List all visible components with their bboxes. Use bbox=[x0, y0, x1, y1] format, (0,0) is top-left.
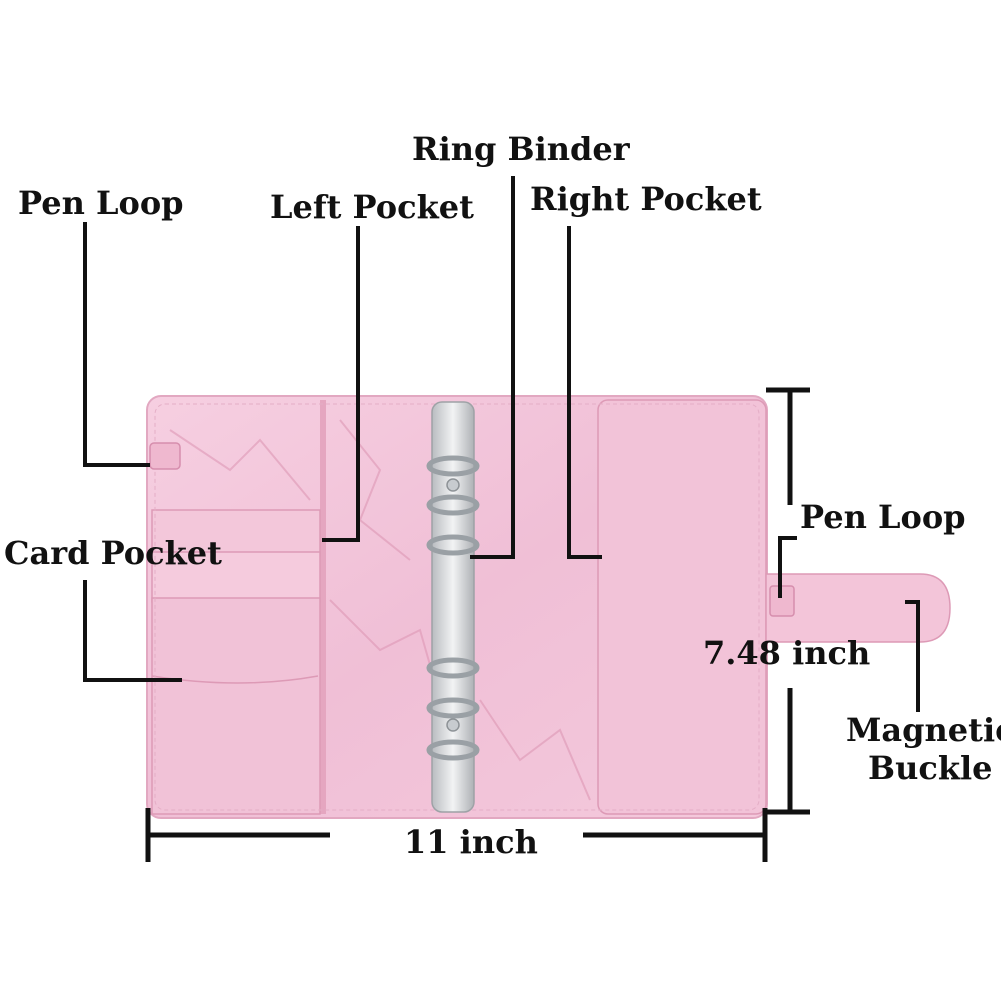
card-pocket-1 bbox=[151, 509, 321, 557]
label-card-pocket: Card Pocket bbox=[4, 534, 222, 572]
label-ring-binder: Ring Binder bbox=[412, 130, 630, 168]
label-pen-loop-right: Pen Loop bbox=[800, 498, 966, 536]
rivet-bottom bbox=[446, 718, 460, 732]
right-pocket-panel bbox=[597, 399, 767, 815]
label-pen-loop-left: Pen Loop bbox=[18, 184, 184, 222]
card-pocket-2 bbox=[151, 551, 321, 603]
label-right-pocket: Right Pocket bbox=[530, 180, 762, 218]
dimension-lines bbox=[145, 387, 810, 862]
stitching bbox=[154, 403, 760, 811]
magnetic-buckle-tab bbox=[765, 573, 951, 643]
label-magnetic-buckle: Magnetic Buckle bbox=[846, 713, 1001, 785]
label-magnetic-line1: Magnetic bbox=[846, 711, 1001, 749]
label-magnetic-line2: Buckle bbox=[868, 749, 993, 787]
card-pocket-3 bbox=[151, 597, 321, 815]
label-left-pocket: Left Pocket bbox=[270, 188, 474, 226]
rivet-top bbox=[446, 478, 460, 492]
ring-binder-rail bbox=[431, 401, 475, 813]
label-width: 11 inch bbox=[404, 823, 538, 861]
left-pocket-panel bbox=[320, 400, 326, 814]
label-height: 7.48 inch bbox=[703, 634, 871, 672]
pen-loop-left bbox=[149, 442, 181, 470]
leader-lines bbox=[83, 176, 920, 712]
binder-rings bbox=[426, 455, 480, 761]
